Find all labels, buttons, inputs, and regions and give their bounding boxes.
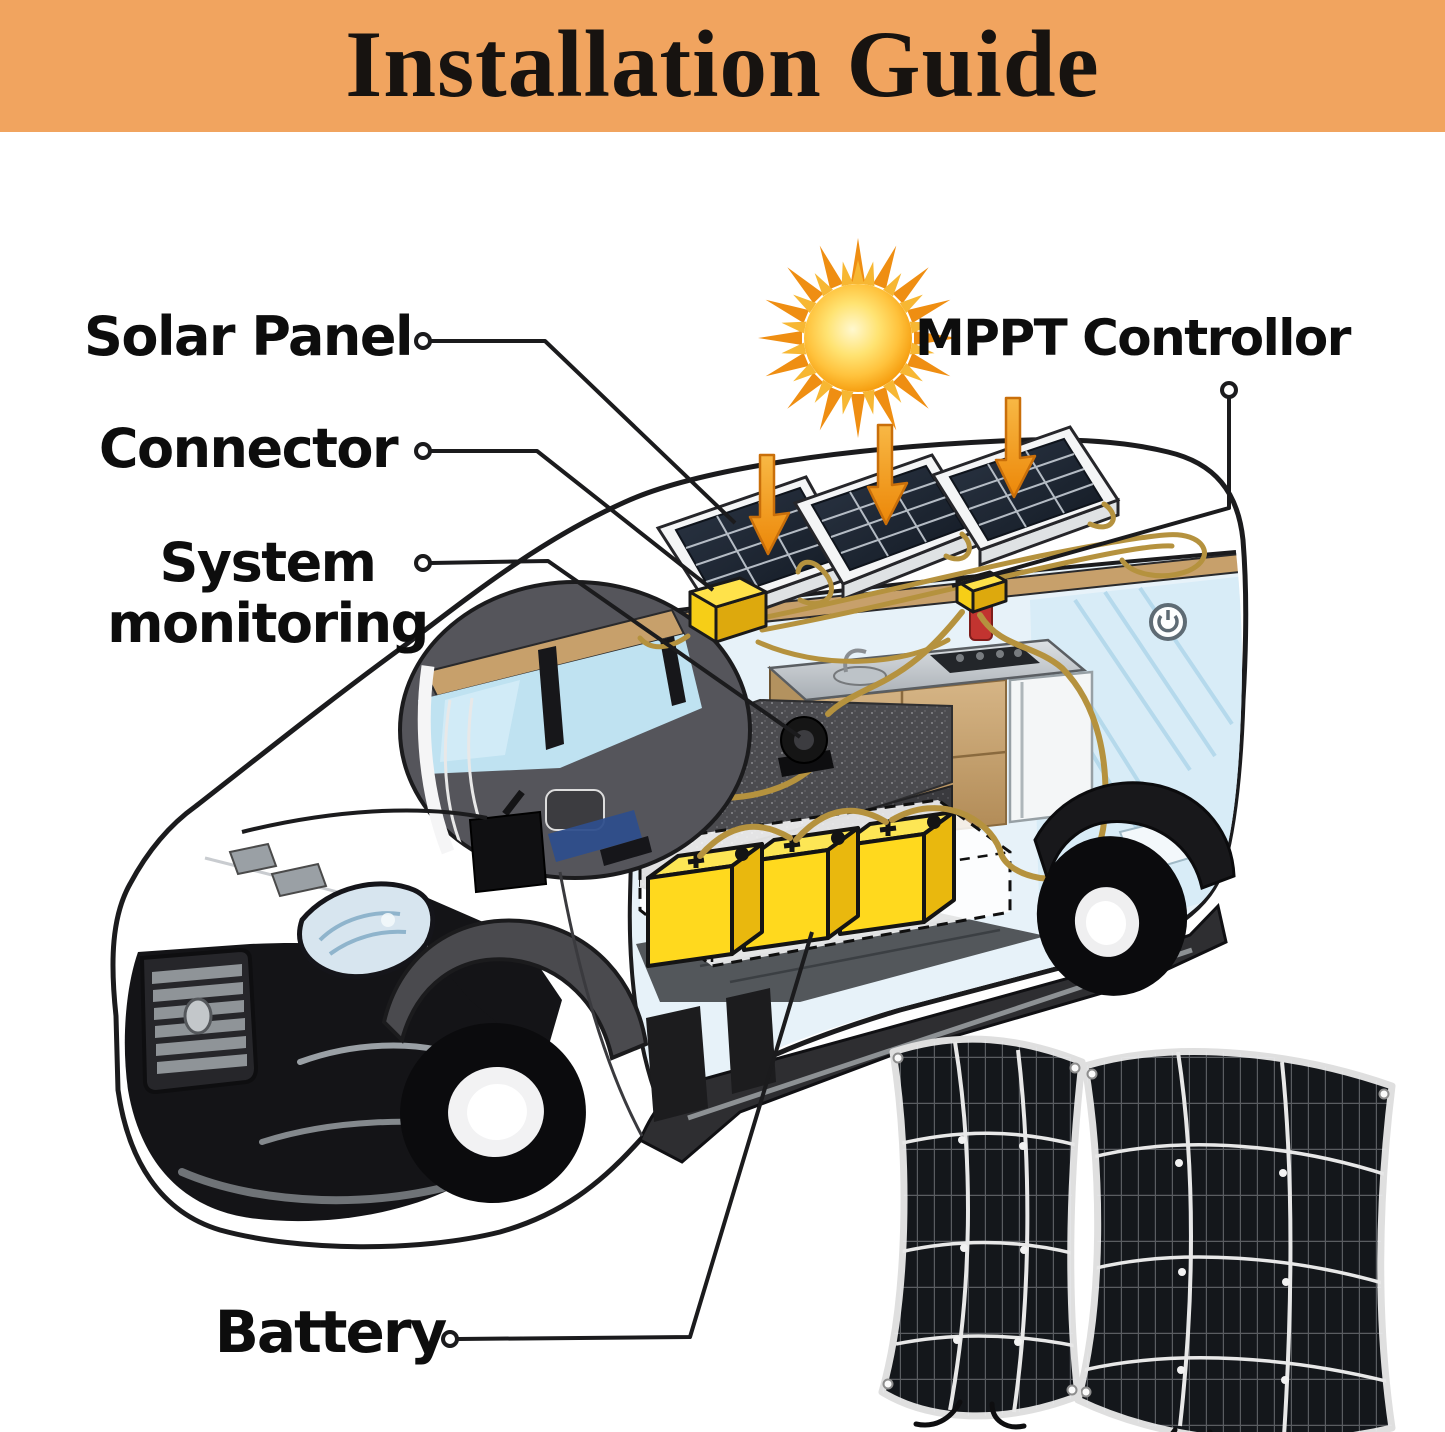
side-mirror-icon	[468, 789, 548, 894]
flexible-solar-panel	[878, 1035, 1213, 1432]
sunlight-arrows	[748, 396, 1037, 556]
panel-wires	[913, 1399, 1213, 1432]
grille	[139, 947, 259, 1095]
label-connector: Connector	[98, 417, 399, 480]
leader-mppt-controller	[951, 381, 1238, 588]
flexible-solar-panel	[1074, 1048, 1396, 1432]
power-icon	[1149, 603, 1187, 641]
page-title: Installation Guide	[345, 11, 1100, 117]
cab-glasshouse	[398, 580, 752, 894]
leader-lines	[414, 332, 1238, 1348]
rear-wheel	[1033, 781, 1236, 996]
camper-van-illustration	[110, 396, 1249, 1250]
label-mppt-controller: MPPT Controllor	[915, 309, 1351, 367]
label-system-monitoring: System monitoring	[107, 531, 429, 656]
front-wheel	[381, 918, 649, 1204]
arrow-down-icon	[748, 453, 791, 556]
header-banner: Installation Guide	[0, 0, 1445, 132]
label-solar-panel: Solar Panel	[83, 305, 414, 368]
leader-system-monitoring	[414, 554, 802, 739]
mppt-connector-box	[955, 570, 1008, 614]
battery-cell	[646, 842, 764, 968]
arrow-down-icon	[866, 423, 909, 526]
roof-wiring	[637, 501, 1207, 664]
battery-cell	[838, 810, 956, 936]
leader-connector	[414, 442, 715, 592]
hood-vents	[228, 842, 328, 898]
label-battery: Battery	[214, 1298, 448, 1366]
arrow-down-icon	[994, 396, 1037, 499]
leader-battery	[441, 931, 814, 1348]
system-monitor-device	[778, 716, 834, 777]
leader-solar-panel	[414, 332, 737, 525]
sun-icon	[758, 238, 958, 438]
battery-pack	[646, 810, 956, 968]
flexible-solar-panels	[878, 1035, 1396, 1432]
connector-box	[688, 576, 768, 644]
